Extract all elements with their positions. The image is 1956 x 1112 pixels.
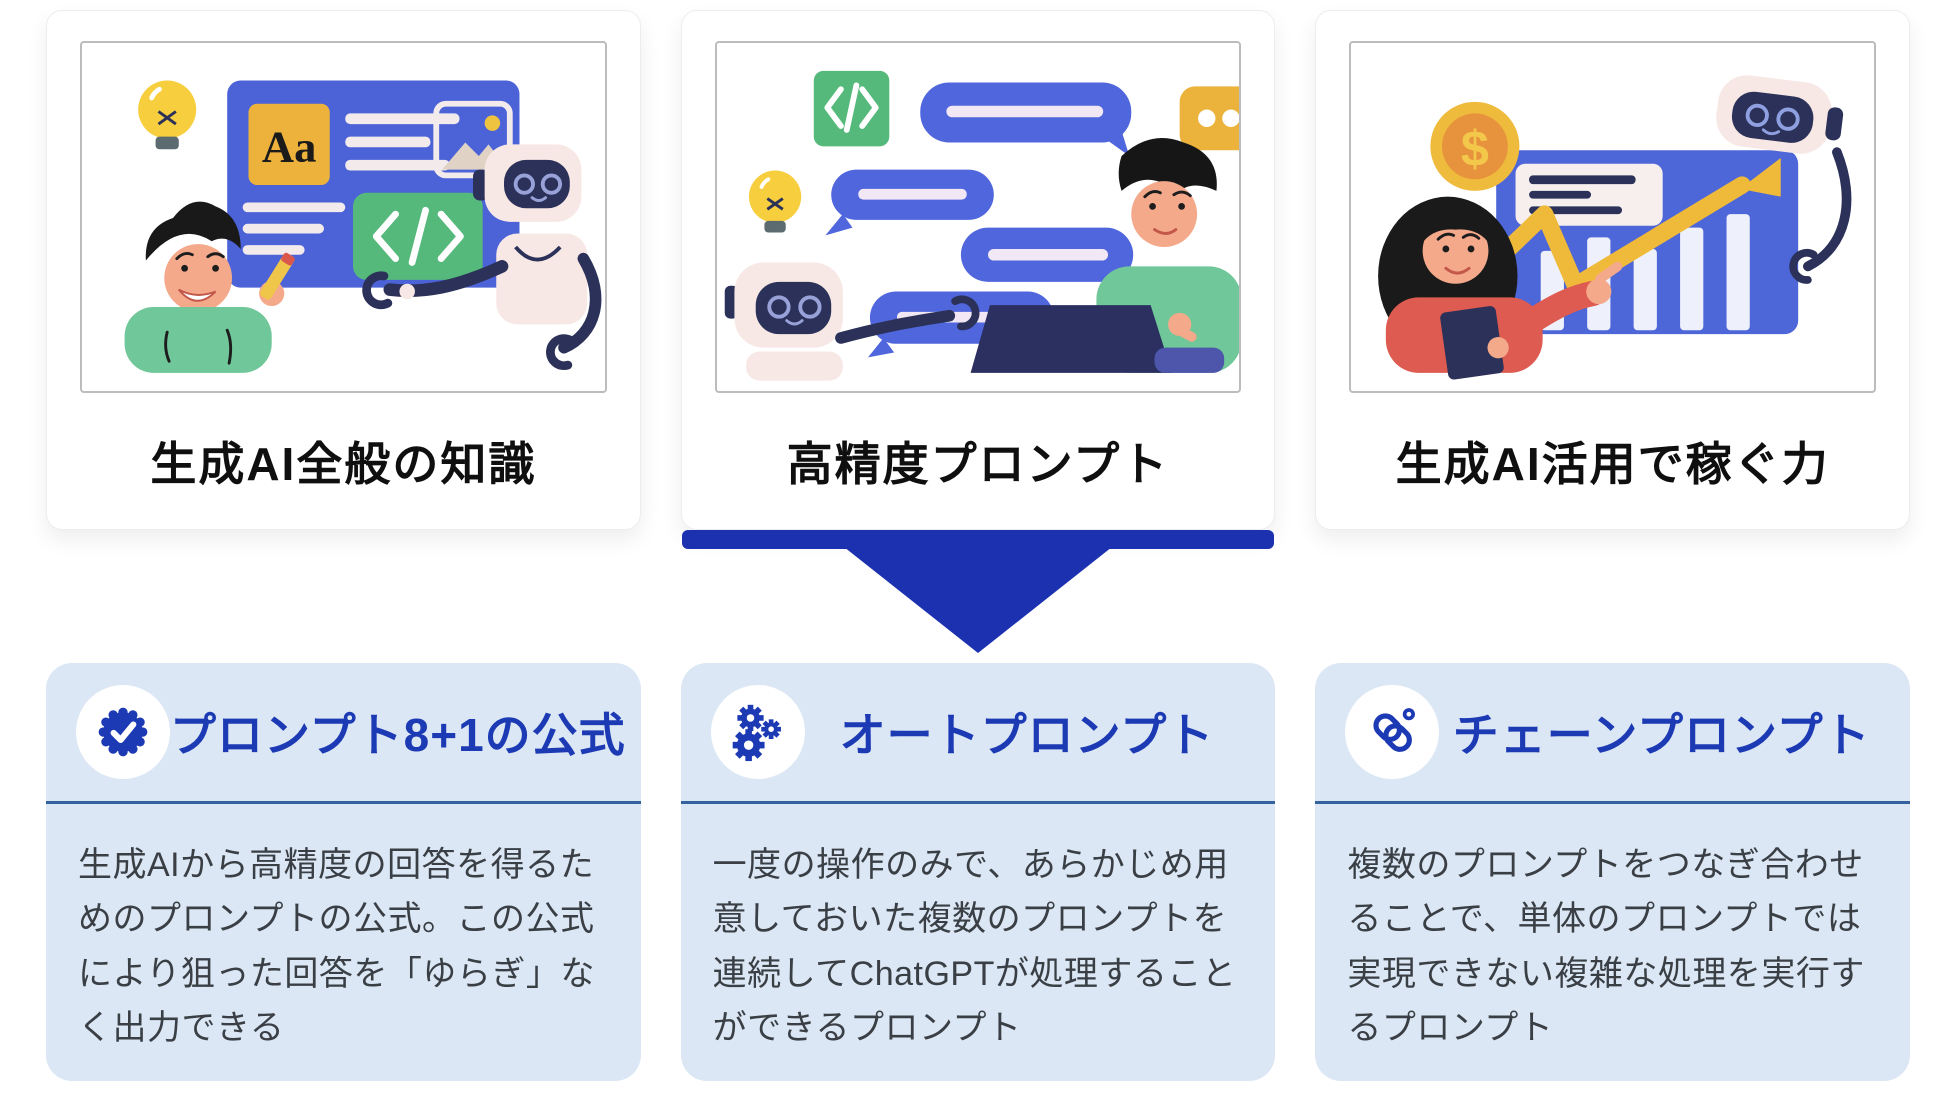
pencil-icon	[260, 252, 295, 300]
feature-card-high-precision-prompt: 高精度プロンプト	[680, 10, 1276, 653]
feature-card-earning-power: $	[1315, 10, 1910, 530]
chain-link-icon	[1373, 708, 1416, 752]
down-arrow	[843, 547, 1112, 653]
badge-check-icon	[98, 707, 148, 757]
icon-circle	[710, 685, 805, 779]
feature-title: 生成AI活用で稼ぐ力	[1395, 438, 1830, 490]
illustration-frame: $	[1349, 41, 1876, 393]
detail-card-auto-prompt: オートプロンプト 一度の操作のみで、あらかじめ用意しておいた複数のプロンプトを連…	[680, 663, 1276, 1081]
growth-arrow-icon	[1487, 157, 1782, 295]
code-tile-icon	[813, 70, 889, 147]
feature-title: 生成AI全般の知識	[150, 438, 537, 490]
detail-card-prompt-formula: プロンプト8+1の公式 生成AIから高精度の回答を得るためのプロンプトの公式。こ…	[46, 663, 641, 1081]
feature-title: 高精度プロンプト	[786, 438, 1170, 490]
robot-chat-man-laptop-illustration	[724, 70, 1240, 381]
divider	[1315, 801, 1910, 804]
divider	[46, 801, 641, 804]
man-robot-editor-illustration: Aa	[124, 80, 602, 373]
lightbulb-icon	[138, 80, 197, 150]
detail-title: オートプロンプト	[839, 709, 1215, 761]
dollar-coin-icon: $	[1430, 101, 1520, 191]
illustration-frame: Aa	[80, 41, 607, 393]
man-figure	[124, 201, 295, 373]
woman-figure	[1378, 196, 1623, 380]
detail-body: 一度の操作のみで、あらかじめ用意しておいた複数のプロンプトを連続してChatGP…	[712, 846, 1237, 1048]
feature-card-general-ai-knowledge: Aa	[46, 10, 641, 530]
detail-header: オートプロンプト	[681, 663, 1276, 801]
detail-header: チェーンプロンプト	[1315, 663, 1910, 801]
chat-bubbles	[825, 82, 1141, 358]
ellipsis-bubble-icon	[1179, 86, 1240, 151]
aa-typography-tile: Aa	[262, 121, 316, 171]
icon-circle	[1345, 685, 1440, 779]
robot-figure	[362, 144, 602, 370]
detail-title: チェーンプロンプト	[1452, 709, 1871, 761]
svg-text:$: $	[1461, 120, 1489, 177]
icon-circle	[76, 685, 170, 779]
detail-header: プロンプト8+1の公式	[46, 663, 641, 801]
detail-body: 生成AIから高精度の回答を得るためのプロンプトの公式。この公式により狙った回答を…	[78, 846, 595, 1048]
robot-figure	[724, 262, 980, 381]
robot-head-figure	[1716, 75, 1844, 154]
code-tile-icon	[353, 192, 483, 280]
man-at-laptop-figure	[970, 137, 1240, 373]
lightbulb-icon	[748, 170, 801, 233]
divider	[680, 801, 1276, 804]
highlight-underline-bar	[681, 530, 1275, 549]
detail-card-chain-prompt: チェーンプロンプト 複数のプロンプトをつなぎ合わせることで、単体のプロンプトでは…	[1315, 663, 1910, 1081]
feature-row: Aa	[46, 10, 1910, 653]
detail-row: プロンプト8+1の公式 生成AIから高精度の回答を得るためのプロンプトの公式。こ…	[46, 663, 1910, 1081]
detail-body: 複数のプロンプトをつなぎ合わせることで、単体のプロンプトでは実現できない複雑な処…	[1347, 846, 1865, 1048]
detail-title: プロンプト8+1の公式	[170, 709, 626, 761]
illustration-frame	[714, 41, 1242, 393]
gears-icon	[732, 704, 781, 762]
woman-growth-chart-robot-illustration: $	[1378, 75, 1852, 380]
